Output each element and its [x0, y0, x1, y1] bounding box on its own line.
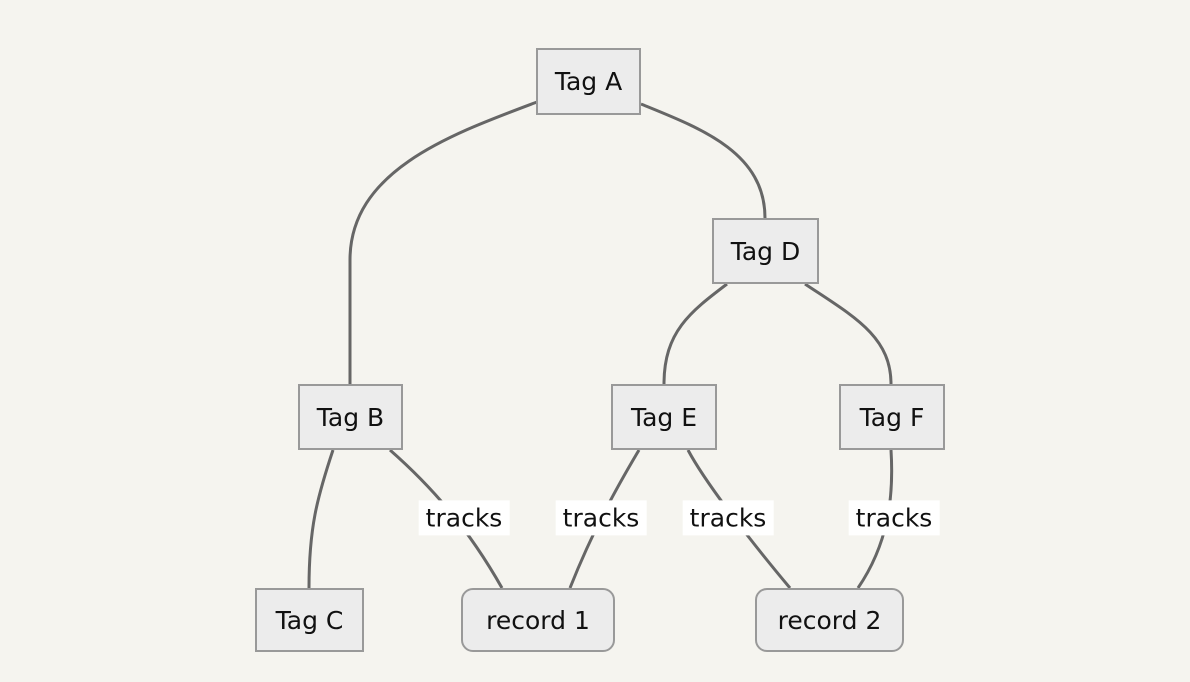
edge-label-tag-b-record-1: tracks — [418, 500, 510, 536]
node-tag-e: Tag E — [611, 384, 717, 450]
edge-tag-d-tag-e — [662, 282, 728, 385]
node-tag-d-label: Tag D — [730, 236, 801, 266]
node-tag-d: Tag D — [712, 218, 819, 284]
node-record-1: record 1 — [461, 588, 615, 652]
edge-label-tag-e-record-1: tracks — [555, 500, 647, 536]
node-tag-b-label: Tag B — [316, 402, 385, 432]
edge-tag-b-tag-c — [307, 449, 335, 589]
edge-tag-a-tag-b — [348, 100, 538, 384]
node-tag-b: Tag B — [298, 384, 403, 450]
edge-label-tag-f-record-2: tracks — [848, 500, 940, 536]
node-tag-f: Tag F — [839, 384, 945, 450]
node-tag-a: Tag A — [536, 48, 641, 115]
edge-tag-a-tag-d — [640, 102, 767, 219]
node-record-1-label: record 1 — [486, 605, 590, 635]
node-record-2: record 2 — [755, 588, 904, 652]
node-tag-e-label: Tag E — [630, 402, 698, 432]
edge-label-tag-e-record-2: tracks — [682, 500, 774, 536]
node-tag-c: Tag C — [255, 588, 364, 652]
node-tag-a-label: Tag A — [554, 67, 623, 96]
edge-tag-d-tag-f — [804, 282, 893, 385]
node-tag-f-label: Tag F — [859, 402, 925, 432]
node-tag-c-label: Tag C — [275, 605, 344, 635]
node-record-2-label: record 2 — [777, 605, 882, 635]
